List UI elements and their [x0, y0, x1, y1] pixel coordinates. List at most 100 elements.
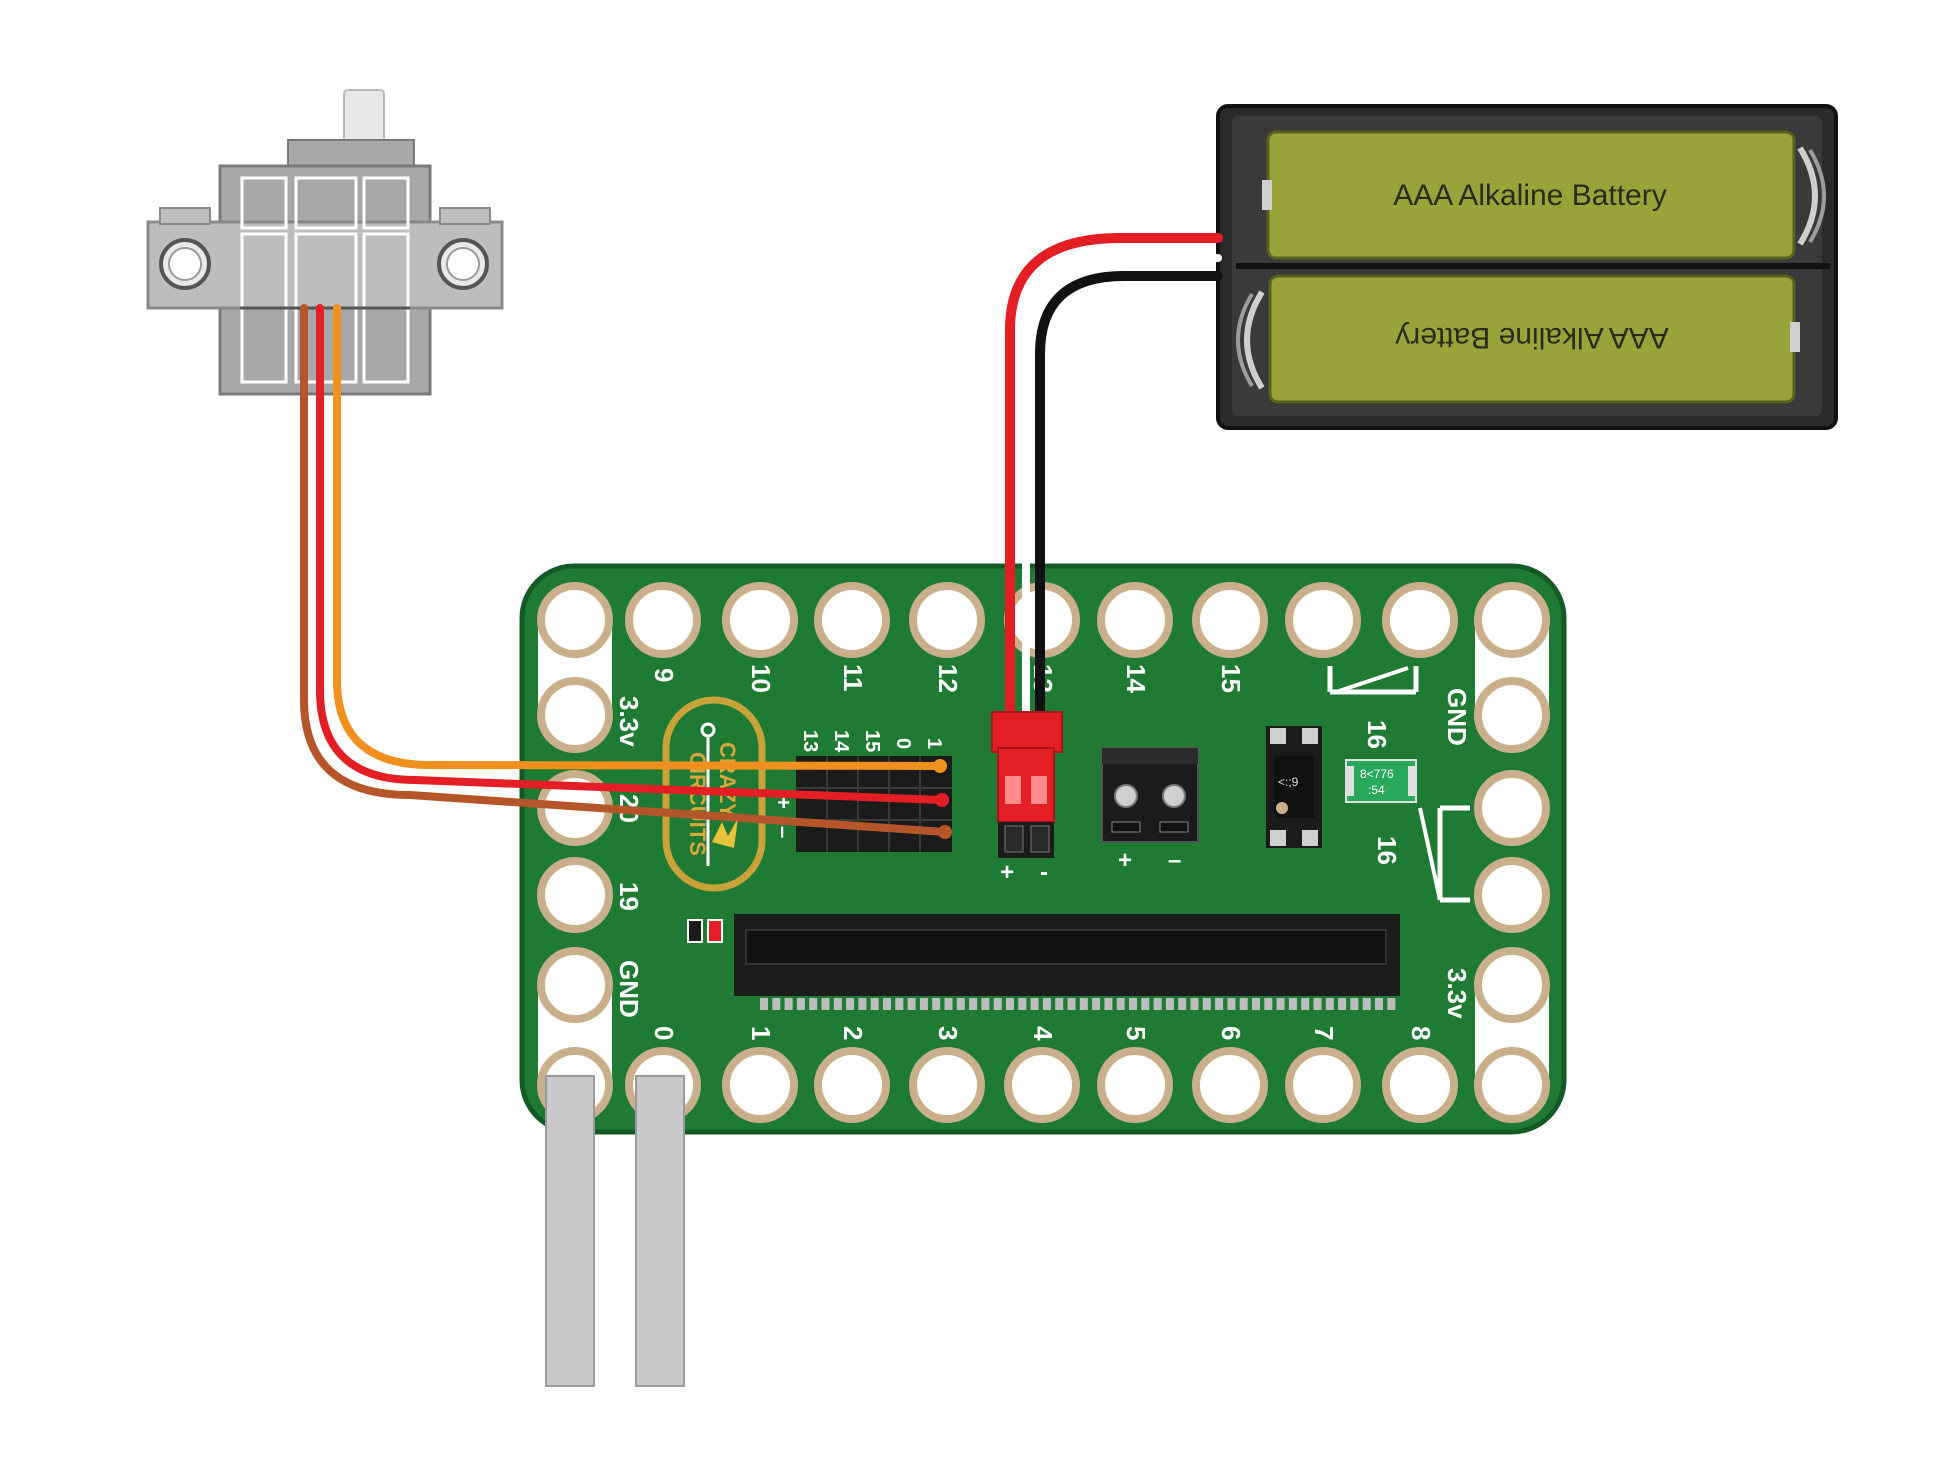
- servo-wires: [300, 304, 952, 839]
- battery-holder: AAA Alkaline Battery AAA Alkaline Batter…: [1216, 104, 1838, 430]
- slot-tooth: [796, 998, 805, 1010]
- slot-tooth: [969, 998, 978, 1010]
- slot-tooth: [1252, 998, 1260, 1010]
- slot-tooth: [1350, 998, 1359, 1010]
- servo-wire-orange: [333, 304, 944, 770]
- slot-tooth: [1239, 998, 1248, 1010]
- left-label-gnd: GND: [614, 960, 644, 1018]
- pad-3v3-left[interactable]: [537, 677, 613, 753]
- header-label: 1: [923, 738, 945, 749]
- top-pin-label: 14: [1121, 664, 1151, 693]
- slot-tooth: [1313, 998, 1322, 1010]
- logo-text-crazy: CRAZY: [715, 742, 740, 818]
- battery-wires: [1005, 233, 1223, 725]
- bottom-pin-labels: 0 1 2 3 4 5 6 7 8: [649, 1026, 1436, 1041]
- pad-10[interactable]: [722, 582, 798, 658]
- fuse-component: 8<776 :54: [1345, 759, 1417, 803]
- screw-icon: [1162, 784, 1186, 808]
- slot-tooth: [956, 998, 965, 1010]
- pad-7[interactable]: [1285, 1047, 1361, 1123]
- pad-12[interactable]: [909, 582, 985, 658]
- slot-tooth: [1375, 998, 1383, 1010]
- slot-tooth: [1153, 998, 1162, 1010]
- pad-4[interactable]: [1004, 1047, 1080, 1123]
- slot-tooth: [1338, 998, 1347, 1010]
- top-pin-label: 9: [649, 668, 679, 682]
- slot-tooth: [1116, 998, 1125, 1010]
- slot-tooth: [1042, 998, 1051, 1010]
- top-pin-label: 11: [838, 664, 868, 692]
- slot-tooth: [1276, 998, 1285, 1010]
- pad-2[interactable]: [814, 1047, 890, 1123]
- pad-switch-a[interactable]: [1285, 582, 1361, 658]
- top-pin-label: 10: [746, 664, 776, 693]
- slot-tooth: [907, 998, 916, 1010]
- pad-1[interactable]: [722, 1047, 798, 1123]
- bottom-pin-label: 8: [1406, 1026, 1436, 1040]
- pad-gnd-right[interactable]: [1474, 677, 1550, 753]
- battery-cell-top: AAA Alkaline Battery: [1262, 130, 1826, 260]
- servo-wire-brown: [300, 304, 949, 836]
- slot-tooth: [1067, 998, 1076, 1010]
- slot-tooth: [772, 998, 781, 1010]
- pad-15[interactable]: [1192, 582, 1268, 658]
- pad-6[interactable]: [1192, 1047, 1268, 1123]
- slot-tooth: [1215, 998, 1224, 1010]
- bottom-pin-label: 4: [1028, 1026, 1058, 1041]
- pad-switch-b[interactable]: [1382, 582, 1458, 658]
- top-pin-labels: 9 10 11 12 13 14 15: [649, 664, 1246, 693]
- pad-14[interactable]: [1097, 582, 1173, 658]
- pad-gnd-left[interactable]: [537, 947, 613, 1023]
- slot-tooth: [919, 998, 928, 1010]
- pad-11[interactable]: [814, 582, 890, 658]
- switch-label-top: 16: [1362, 720, 1392, 749]
- slot-tooth: [784, 998, 793, 1010]
- pad-16-a[interactable]: [1474, 770, 1550, 846]
- pad-top-gnd[interactable]: [537, 582, 613, 658]
- slot-tooth: [1362, 998, 1371, 1010]
- slot-tooth: [1018, 998, 1027, 1010]
- pad-8[interactable]: [1382, 1047, 1458, 1123]
- header-label: 13: [799, 730, 821, 752]
- slot-tooth: [1055, 998, 1064, 1010]
- slot-tooth: [932, 998, 941, 1010]
- screw-icon: [1114, 784, 1138, 808]
- slot-tooth: [1178, 998, 1187, 1010]
- slot-tooth: [944, 998, 953, 1010]
- pad-3[interactable]: [909, 1047, 985, 1123]
- header-label: 15: [861, 730, 883, 752]
- battery-cell-top-label: AAA Alkaline Battery: [1393, 179, 1667, 212]
- bottom-pin-label: 1: [746, 1026, 776, 1040]
- bottom-pin-label: 0: [649, 1026, 679, 1040]
- conductive-strips: [545, 1075, 685, 1387]
- top-pin-label: 15: [1216, 664, 1246, 693]
- pad-19[interactable]: [537, 857, 613, 933]
- battery-wire-black: [1035, 271, 1223, 725]
- slot-tooth: [993, 998, 1002, 1010]
- right-label-16: 16: [1372, 836, 1402, 865]
- battery-wire-red: [1005, 233, 1223, 725]
- right-side-labels: GND 16 3.3v: [1372, 688, 1472, 1019]
- pad-5[interactable]: [1097, 1047, 1173, 1123]
- right-label-3v3: 3.3v: [1442, 968, 1472, 1019]
- slot-tooth: [1288, 998, 1297, 1010]
- slot-tooth: [895, 998, 904, 1010]
- crown-icon: [712, 818, 738, 848]
- slot-tooth: [1264, 998, 1273, 1010]
- slot-tooth: [1079, 998, 1088, 1010]
- slot-tooth: [846, 998, 855, 1010]
- header-minus: –: [771, 826, 796, 838]
- pad-3v3-right[interactable]: [1474, 947, 1550, 1023]
- pad-bottom-right[interactable]: [1474, 1047, 1550, 1123]
- pad-gnd-right-top[interactable]: [1474, 582, 1550, 658]
- chip-component: <:;9: [1266, 726, 1322, 848]
- pad-9[interactable]: [625, 582, 701, 658]
- bottom-pin-label: 3: [933, 1026, 963, 1040]
- right-label-gnd: GND: [1442, 688, 1472, 746]
- pad-16-b[interactable]: [1474, 857, 1550, 933]
- header-block: 13 14 15 0 1 + –: [771, 730, 952, 852]
- left-label-19: 19: [614, 882, 644, 911]
- slot-tooth: [1190, 998, 1199, 1010]
- jst-connector: + -: [991, 711, 1063, 886]
